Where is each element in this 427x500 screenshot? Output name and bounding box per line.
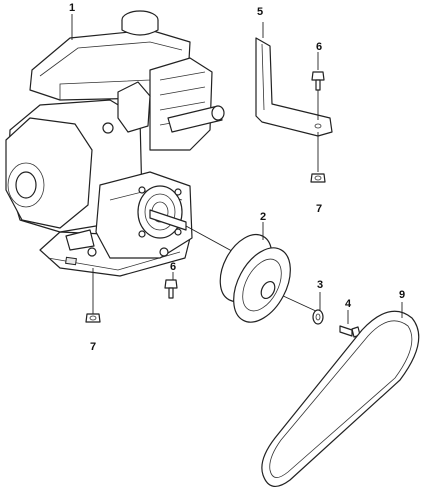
bolt-upper[interactable] <box>311 71 325 91</box>
callout-5: 5 <box>257 6 263 18</box>
mounting-bracket[interactable] <box>255 37 333 137</box>
callout-7-upper: 7 <box>316 203 322 215</box>
callout-7-lower: 7 <box>90 341 96 353</box>
callout-3: 3 <box>317 279 323 291</box>
callout-1: 1 <box>69 2 75 14</box>
engine[interactable] <box>5 10 225 277</box>
callout-6-upper: 6 <box>316 41 322 53</box>
callout-2: 2 <box>260 211 266 223</box>
callout-6-lower: 6 <box>170 261 176 273</box>
washer[interactable] <box>312 309 324 325</box>
nut-upper[interactable] <box>310 173 326 183</box>
nut-lower[interactable] <box>85 313 101 323</box>
v-belt[interactable] <box>261 310 420 487</box>
callout-9: 9 <box>399 289 405 301</box>
callout-4: 4 <box>345 298 352 310</box>
pulley[interactable] <box>210 226 302 332</box>
bolt-lower[interactable] <box>164 279 178 299</box>
